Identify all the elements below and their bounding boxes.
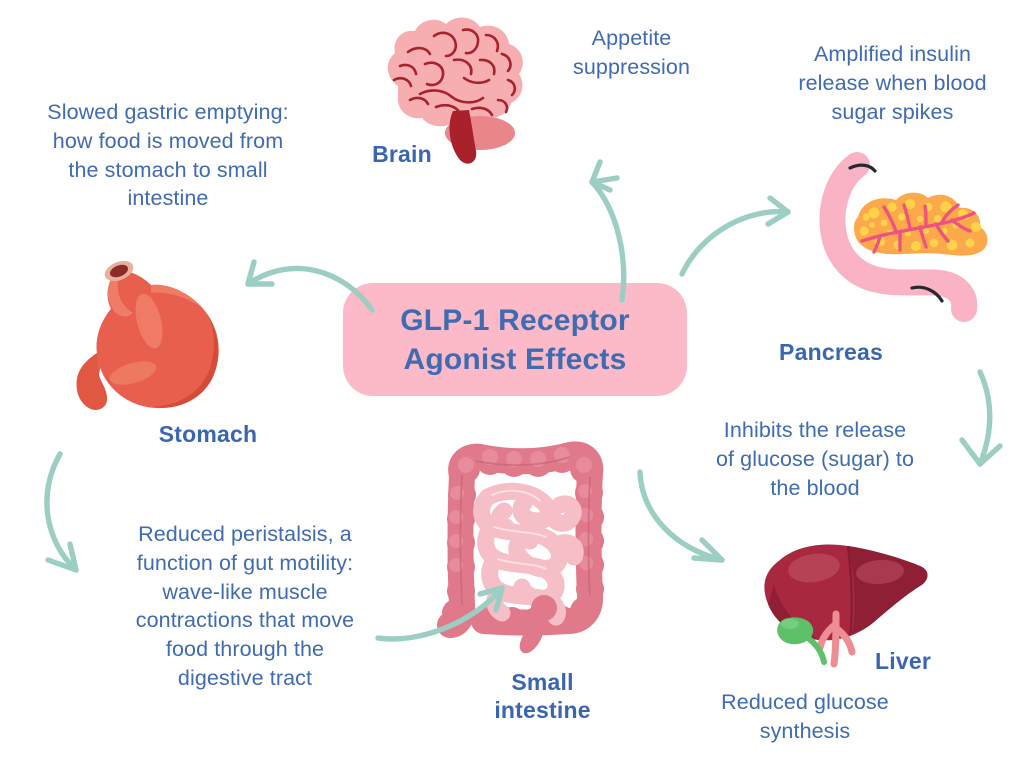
arrow-center-to-pancreas xyxy=(672,182,822,292)
stomach-illustration xyxy=(55,255,255,430)
arrow-center-to-stomach xyxy=(222,240,397,350)
arrow-pancreas-to-liver xyxy=(938,368,1024,484)
liver-upper-description: Inhibits the release of glucose (sugar) … xyxy=(680,416,950,502)
small-intestine-label-line1: Small xyxy=(511,669,574,695)
liver-lower-description-line-1: Reduced glucose xyxy=(721,690,889,714)
arrow-stomach-to-intestine xyxy=(370,580,540,660)
small-intestine-description: Reduced peristalsis, a function of gut m… xyxy=(85,520,405,693)
intestine-description-line-5: food through the xyxy=(165,637,325,662)
liver-illustration xyxy=(752,532,937,672)
arrow-center-to-brain xyxy=(540,140,660,310)
pancreas-description-line-2: release when blood xyxy=(798,70,987,95)
brain-description-line-1: Appetite xyxy=(591,26,672,50)
center-title-line2: Agonist Effects xyxy=(403,342,627,376)
stomach-label: Stomach xyxy=(158,421,258,447)
center-title-text: GLP-1 Receptor Agonist Effects xyxy=(400,301,630,379)
pancreas-description: Amplified insulin release when blood sug… xyxy=(770,40,1015,126)
liver-icon xyxy=(764,544,928,668)
small-intestine-label: Small intestine xyxy=(460,668,625,724)
brain-description: Appetite suppression xyxy=(524,24,739,82)
stomach-description-line-2: how food is moved from xyxy=(52,128,284,153)
stomach-description-line-3: the stomach to small xyxy=(68,157,268,182)
pancreas-illustration xyxy=(800,152,1005,335)
liver-label: Liver xyxy=(875,648,931,674)
stomach-description-line-1: Slowed gastric emptying: xyxy=(47,100,289,124)
intestine-description-line-6: digestive tract xyxy=(177,665,313,690)
brain-description-line-2: suppression xyxy=(572,54,691,79)
pancreas-icon xyxy=(819,152,988,322)
intestine-description-line-4: contractions that move xyxy=(135,608,355,633)
stomach-description: Slowed gastric emptying: how food is mov… xyxy=(8,98,328,213)
stomach-icon xyxy=(76,260,219,410)
stomach-description-line-4: intestine xyxy=(127,186,209,211)
pancreas-description-line-1: Amplified insulin xyxy=(813,42,972,66)
center-title-line1: GLP-1 Receptor xyxy=(400,303,630,337)
brain-label: Brain xyxy=(372,141,432,167)
intestine-description-line-3: wave-like muscle xyxy=(162,579,328,604)
brain-icon xyxy=(387,17,523,164)
liver-upper-description-line-3: the blood xyxy=(770,475,860,500)
small-intestine-label-line2: intestine xyxy=(494,697,591,724)
arrow-stomach-down xyxy=(18,448,128,583)
liver-upper-description-line-2: of glucose (sugar) to xyxy=(715,446,915,471)
brain-illustration xyxy=(368,8,548,168)
liver-lower-description: Reduced glucose synthesis xyxy=(675,688,935,746)
liver-upper-description-line-1: Inhibits the release xyxy=(723,418,907,442)
intestine-description-line-1: Reduced peristalsis, a xyxy=(138,522,352,546)
pancreas-label: Pancreas xyxy=(779,339,883,365)
liver-lower-description-line-2: synthesis xyxy=(759,718,851,743)
intestine-description-line-2: function of gut motility: xyxy=(136,550,354,575)
pancreas-description-line-3: sugar spikes xyxy=(831,99,954,124)
center-title-card: GLP-1 Receptor Agonist Effects xyxy=(343,283,687,396)
arrow-center-to-liver xyxy=(618,462,778,582)
